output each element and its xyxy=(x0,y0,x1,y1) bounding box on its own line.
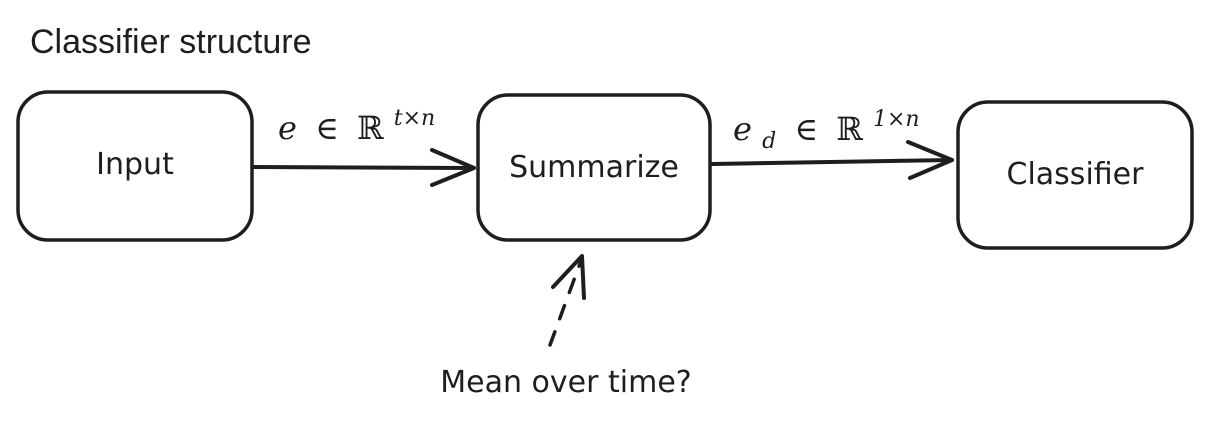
math-subscript: d xyxy=(762,129,776,154)
math-set: ℝ xyxy=(836,110,863,148)
note-arrow xyxy=(548,254,586,347)
classifier-label: Classifier xyxy=(1007,157,1145,192)
summarize-node: Summarize xyxy=(476,93,712,242)
diagram-title: Classifier structure xyxy=(30,23,312,61)
arrowhead-icon xyxy=(906,140,954,180)
edge-summarize-to-classifier: e d ∈ ℝ 1×n xyxy=(710,107,954,180)
note-text: Mean over time? xyxy=(440,365,691,400)
classifier-node: Classifier xyxy=(956,100,1194,250)
math-base: e xyxy=(278,109,297,147)
arrowhead-icon xyxy=(551,254,586,300)
math-base: e xyxy=(733,110,752,148)
arrow-shaft xyxy=(252,165,474,170)
edge-label-input-summarize: e ∈ ℝ t×n xyxy=(278,106,435,147)
summarize-label: Summarize xyxy=(509,150,679,185)
classifier-box xyxy=(956,100,1194,250)
math-exponent: t×n xyxy=(394,106,435,131)
input-node: Input xyxy=(16,90,254,242)
dashed-arrow-shaft xyxy=(548,256,584,347)
arrow-shaft xyxy=(710,158,954,166)
math-set: ℝ xyxy=(357,109,384,147)
edge-input-to-summarize: e ∈ ℝ t×n xyxy=(252,106,476,187)
math-member: ∈ xyxy=(794,110,818,148)
math-member: ∈ xyxy=(315,109,339,147)
arrowhead-icon xyxy=(430,148,476,187)
edge-label-summarize-classifier: e d ∈ ℝ 1×n xyxy=(733,107,920,156)
input-label: Input xyxy=(96,147,174,182)
summarize-box xyxy=(476,93,712,242)
math-exponent: 1×n xyxy=(873,107,920,132)
input-box xyxy=(16,90,254,242)
